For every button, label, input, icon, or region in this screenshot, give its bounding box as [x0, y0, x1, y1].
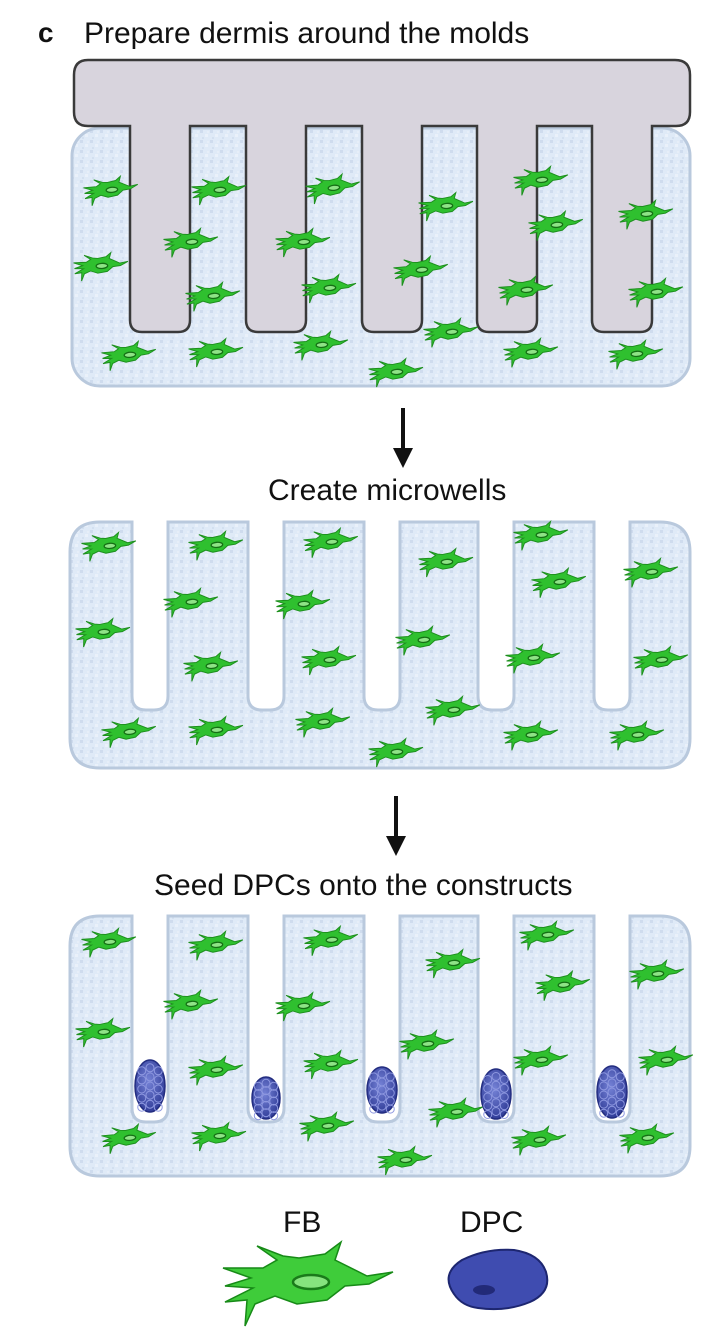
fibroblast-cell — [638, 1045, 694, 1076]
fibroblast-cell — [399, 1029, 455, 1060]
fibroblast-cell — [511, 1125, 567, 1156]
fibroblast-cell — [301, 645, 357, 676]
dpc-cluster — [134, 1059, 166, 1113]
arrow-down-icon — [386, 796, 406, 856]
fibroblast-cell — [619, 1123, 675, 1154]
fibroblast-cell — [618, 199, 674, 230]
fibroblast-cell — [503, 720, 559, 751]
fibroblast-cell — [185, 281, 241, 312]
fibroblast-group — [75, 920, 694, 1176]
fibroblast-cell — [368, 737, 424, 768]
fibroblast-cell — [608, 339, 664, 370]
fibroblast-cell — [75, 617, 131, 648]
fibroblast-cell — [368, 357, 424, 388]
step-1-title: Prepare dermis around the molds — [84, 17, 529, 50]
fibroblast-cell — [628, 277, 684, 308]
fibroblast-cell — [513, 1045, 569, 1076]
fibroblast-cell — [188, 337, 244, 368]
dpc-cell-icon — [447, 1248, 549, 1311]
legend-fb-label: FB — [283, 1206, 321, 1239]
fibroblast-cell — [81, 927, 137, 958]
fibroblast-cell — [81, 531, 137, 562]
fibroblast-cell — [395, 625, 451, 656]
fibroblast-cell — [623, 557, 679, 588]
fibroblast-cell — [428, 1097, 484, 1128]
fibroblast-group — [73, 165, 684, 388]
fibroblast-cell — [73, 251, 129, 282]
dpc-cluster — [366, 1066, 398, 1114]
fibroblast-cell — [418, 547, 474, 578]
fibroblast-cell — [531, 566, 587, 598]
dermis-gel-with-wells — [68, 914, 692, 1178]
fibroblast-cell — [83, 174, 139, 206]
dpc-cluster-group — [134, 1059, 628, 1121]
fibroblast-cell — [498, 275, 554, 306]
dpc-cluster — [480, 1068, 512, 1120]
fibroblast-cell — [423, 317, 479, 348]
fibroblast-cell — [275, 227, 331, 258]
legend: FB DPC — [222, 1206, 549, 1327]
fibroblast-cell — [505, 643, 561, 674]
dpc-cluster — [251, 1076, 281, 1121]
dermis-gel-with-wells — [68, 520, 692, 770]
fibroblast-cell — [305, 172, 360, 205]
fibroblast-cell — [101, 716, 157, 748]
fibroblast-cell — [503, 337, 559, 368]
fibroblast-cell — [191, 1121, 247, 1152]
fibroblast-cell — [377, 1145, 433, 1176]
fibroblast-cell — [295, 707, 351, 738]
fibroblast-cell — [303, 1049, 359, 1080]
fibroblast-cell — [425, 695, 481, 726]
panel-2-microwells — [68, 520, 692, 770]
fibroblast-cell — [303, 526, 359, 558]
panel-3-seeded-constructs — [68, 914, 694, 1178]
fibroblast-cell — [633, 645, 689, 676]
fibroblast-cell — [519, 920, 575, 951]
fibroblast-cell — [609, 720, 665, 751]
fibroblast-cell — [188, 530, 244, 561]
fibroblast-cell — [101, 1122, 157, 1154]
fibroblast-cell — [275, 991, 331, 1022]
dpc-cluster — [596, 1065, 628, 1119]
fibroblast-cell — [528, 209, 584, 241]
fibroblast-cell — [163, 989, 219, 1020]
fibroblast-group — [75, 520, 689, 768]
fibroblast-cell — [101, 339, 157, 371]
fibroblast-cell — [293, 330, 349, 361]
fibroblast-cell — [188, 930, 244, 961]
fibroblast-cell — [513, 520, 569, 551]
fibroblast-cell — [188, 1055, 244, 1086]
arrow-down-icon — [393, 408, 413, 468]
fibroblast-cell — [163, 587, 219, 618]
fibroblast-cell — [418, 191, 474, 222]
fibroblast-cell — [188, 715, 244, 746]
fibroblast-cell — [75, 1017, 131, 1048]
fibroblast-cell — [275, 589, 331, 620]
step-3-title: Seed DPCs onto the constructs — [154, 869, 573, 902]
fibroblast-cell — [535, 969, 591, 1001]
fibroblast-cell — [629, 959, 685, 990]
fibroblast-cell-icon — [222, 1239, 394, 1327]
mold-comb — [72, 58, 692, 334]
fibroblast-cell — [191, 175, 247, 206]
fibroblast-cell — [425, 948, 481, 979]
fibroblast-cell — [393, 254, 449, 286]
fibroblast-cell — [183, 651, 239, 682]
panel-letter: c — [38, 17, 54, 48]
legend-dpc-label: DPC — [460, 1206, 523, 1239]
fibroblast-cell — [303, 924, 359, 956]
fibroblast-cell — [513, 165, 569, 196]
fibroblast-cell — [301, 273, 357, 304]
fibroblast-cell — [163, 227, 219, 258]
step-2-title: Create microwells — [268, 474, 506, 507]
fibroblast-cell — [299, 1111, 355, 1142]
panel-1-dermis-with-molds — [70, 58, 692, 388]
